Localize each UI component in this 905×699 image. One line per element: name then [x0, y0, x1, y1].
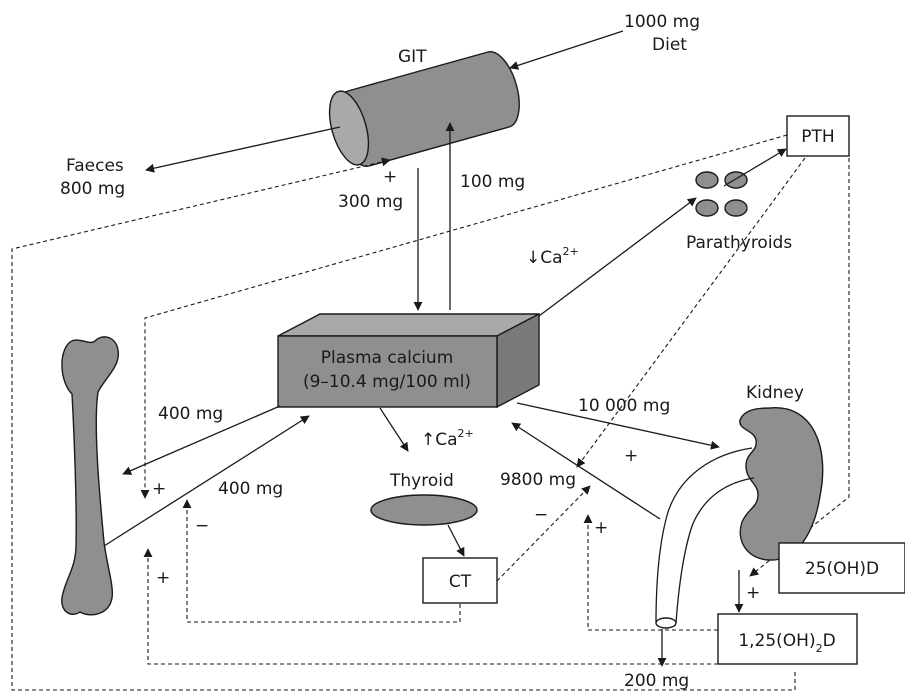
kidney-label: Kidney — [746, 383, 804, 403]
bone-uptake-amount-label: 400 mg — [218, 479, 283, 499]
faeces-amount-label: 800 mg — [60, 179, 125, 199]
parathyroids-label: Parathyroids — [686, 233, 792, 253]
bone-release-amount-label: 400 mg — [158, 404, 223, 424]
ct-to-kidney-dashed-line — [497, 486, 590, 581]
plasma-calcium-range: (9–10.4 mg/100 ml) — [303, 372, 471, 392]
parathyroid-glands — [696, 172, 747, 216]
faeces-label: Faeces — [66, 156, 124, 176]
bone-shape — [62, 337, 119, 615]
plus-sign-vitd: + — [746, 583, 760, 603]
minus-sign-kidney: − — [534, 505, 548, 525]
plus-sign-bone-2: + — [156, 568, 170, 588]
faeces-arrow — [146, 127, 340, 170]
high-calcium-arrow — [380, 408, 408, 451]
git-cylinder — [322, 52, 519, 169]
plasma-calcium-label: Plasma calcium — [321, 348, 454, 368]
reabsorption-amount-label: 9800 mg — [500, 470, 576, 490]
absorption-amount-label: 300 mg — [338, 192, 403, 212]
low-calcium-label: ↓Ca2+ — [526, 245, 579, 268]
diet-amount-label: 1000 mg — [624, 12, 700, 32]
diet-label: Diet — [652, 35, 687, 55]
vitd-25-label: 25(OH)D — [805, 559, 879, 579]
parathyroids-to-pth-arrow — [724, 149, 786, 186]
plus-sign-kidney-2: + — [594, 518, 608, 538]
git-label: GIT — [398, 47, 427, 67]
ct-label: CT — [449, 572, 472, 592]
tubule-opening — [656, 618, 676, 628]
plus-sign-kidney-1: + — [624, 446, 638, 466]
plus-sign-git: + — [383, 167, 397, 187]
urine-amount-label: 200 mg — [624, 671, 689, 691]
thyroid-gland — [371, 495, 477, 525]
high-calcium-label: ↑Ca2+ — [421, 427, 474, 450]
filtration-amount-label: 10 000 mg — [578, 396, 670, 416]
secretion-amount-label: 100 mg — [460, 172, 525, 192]
plus-sign-bone-1: + — [152, 479, 166, 499]
kidney-shape — [740, 408, 823, 560]
diet-arrow — [510, 31, 623, 68]
pth-label: PTH — [801, 127, 834, 147]
thyroid-label: Thyroid — [389, 471, 454, 491]
thyroid-to-ct-arrow — [448, 525, 464, 556]
minus-sign-bone: − — [195, 516, 209, 536]
